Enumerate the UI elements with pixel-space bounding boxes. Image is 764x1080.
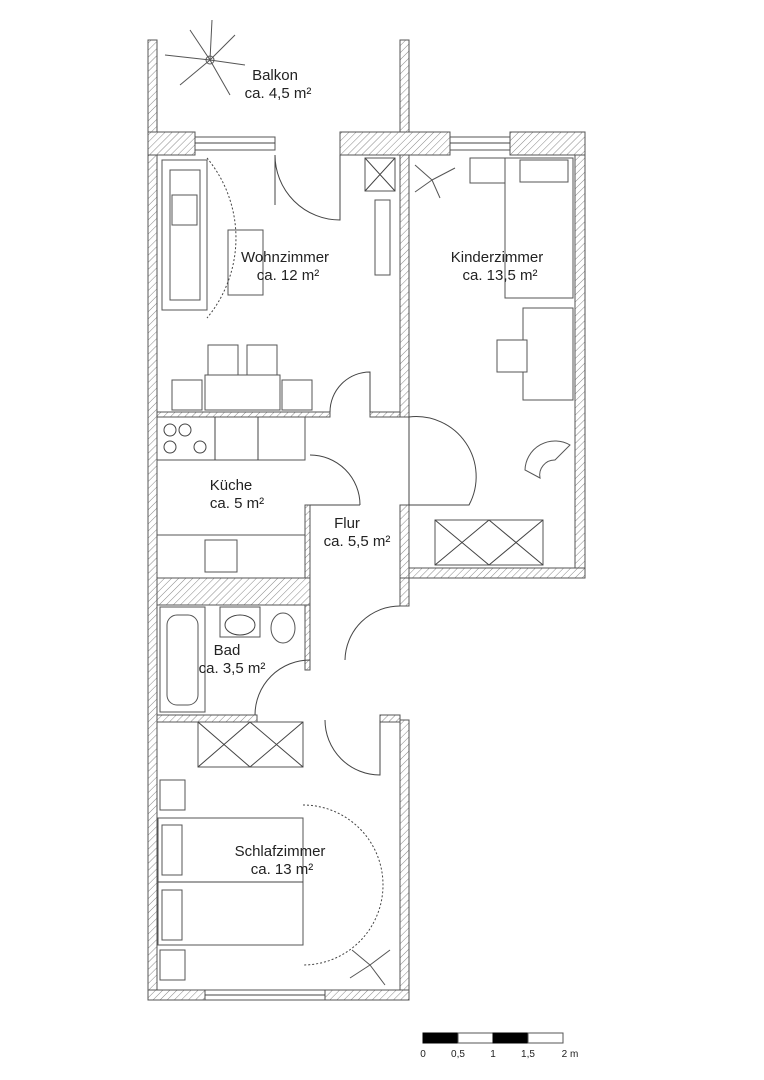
room-area-schlafzimmer: ca. 13 m² bbox=[251, 861, 314, 878]
scale-tick: 0,5 bbox=[451, 1049, 465, 1060]
room-labels: Balkon ca. 4,5 m² Wohnzimmer ca. 12 m² K… bbox=[199, 67, 544, 878]
room-name-kinderzimmer: Kinderzimmer bbox=[451, 249, 544, 266]
windows bbox=[194, 136, 511, 1001]
room-area-balkon: ca. 4,5 m² bbox=[245, 85, 312, 102]
room-area-bad: ca. 3,5 m² bbox=[199, 660, 266, 677]
scale-tick: 0 bbox=[420, 1049, 426, 1060]
room-name-flur: Flur bbox=[334, 515, 360, 532]
plant-icon bbox=[349, 949, 391, 986]
room-area-flur: ca. 5,5 m² bbox=[324, 533, 391, 550]
room-name-kueche: Küche bbox=[210, 477, 253, 494]
room-name-bad: Bad bbox=[214, 642, 241, 659]
room-area-kueche: ca. 5 m² bbox=[210, 495, 264, 512]
room-name-schlafzimmer: Schlafzimmer bbox=[235, 843, 326, 860]
scale-tick: 2 m bbox=[562, 1049, 579, 1060]
walls bbox=[147, 39, 586, 1001]
scale-tick: 1,5 bbox=[521, 1049, 535, 1060]
room-area-wohnzimmer: ca. 12 m² bbox=[257, 267, 320, 284]
room-area-kinderzimmer: ca. 13,5 m² bbox=[462, 267, 537, 284]
scale-tick: 1 bbox=[490, 1049, 496, 1060]
scale-bar: 0 0,5 1 1,5 2 m bbox=[420, 1032, 579, 1060]
plant-icon bbox=[414, 164, 456, 199]
doors bbox=[254, 154, 477, 776]
room-name-balkon: Balkon bbox=[252, 67, 298, 84]
room-name-wohnzimmer: Wohnzimmer bbox=[241, 249, 329, 266]
plant-icon bbox=[164, 19, 246, 96]
furniture bbox=[156, 19, 574, 986]
